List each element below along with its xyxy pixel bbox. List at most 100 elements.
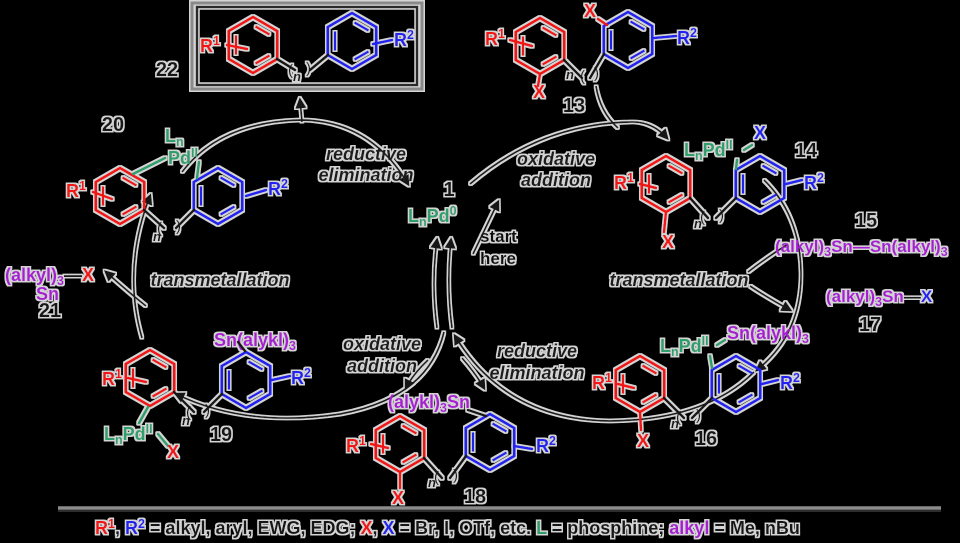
text-fragment: 13 <box>563 95 585 117</box>
text-fragment: 1 <box>359 434 366 448</box>
bridge-paren-open: ( <box>580 68 585 85</box>
text-fragment: Pd <box>123 424 146 444</box>
stannyl-halide-21: (alkyl)3—X Sn 21 <box>5 265 94 322</box>
text-fragment: R <box>346 436 359 456</box>
bridge-paren-close: ) <box>453 467 458 484</box>
text-fragment: = phosphine; <box>547 518 670 538</box>
bond-r2 <box>512 444 534 451</box>
bridge-paren-open: ( <box>434 469 439 486</box>
text-fragment: n <box>566 67 574 82</box>
distannane-label: (alkyl)3Sn—Sn(alkyl)3 <box>775 237 948 259</box>
substituent-R2: R2 <box>291 366 311 388</box>
text-fragment: 16 <box>695 428 717 450</box>
structure-16: 16 R1 X LnPdII Sn(alykl)3 R2 ( ) n <box>592 323 809 451</box>
text-fragment: ) <box>719 207 724 224</box>
text-fragment: 14 <box>795 140 818 162</box>
text-fragment: Sn <box>882 287 904 306</box>
label-oxidative-addition-right-1: oxidative <box>517 149 595 169</box>
text-fragment: Pd <box>703 140 726 160</box>
bridge-paren-close: ) <box>696 407 701 424</box>
legend-text: R1, R2 = alkyl, aryl, EWG, EDG; X, X = B… <box>95 517 800 538</box>
bond-pd-x <box>742 143 754 152</box>
text-fragment: , <box>373 518 383 538</box>
text-fragment: 15 <box>855 210 877 232</box>
bridge-n-subscript: n <box>566 67 574 82</box>
text-fragment: 3 <box>875 295 882 309</box>
text-fragment: ) <box>176 218 181 235</box>
LnPdII-group: LnPdII <box>104 422 153 447</box>
text-fragment: 3 <box>440 401 447 415</box>
text-fragment: X <box>361 518 373 538</box>
trialkylstannyl-group: (alykl)3Sn <box>388 392 470 415</box>
label-transmetallation-left: transmetallation <box>150 270 289 290</box>
text-fragment: R <box>614 173 627 193</box>
tin-label: Sn <box>36 284 59 304</box>
pd0-catalyst-1: 1 LnPd0 <box>408 179 457 229</box>
text-fragment: n <box>176 135 184 149</box>
bond-r2 <box>652 34 678 40</box>
text-fragment: ( <box>186 404 191 421</box>
compound-number-13: 13 <box>563 95 585 117</box>
text-fragment: L <box>104 424 115 444</box>
text-fragment: R <box>592 373 605 393</box>
text-fragment: 3 <box>289 339 296 353</box>
start-here-arrow <box>472 199 500 255</box>
text-fragment: n <box>115 433 123 447</box>
text-fragment: X <box>584 1 596 21</box>
catalytic-cycle-right <box>453 85 802 422</box>
bridge-bond-left <box>422 456 444 480</box>
text-fragment: 2 <box>138 517 145 531</box>
trialkylstannyl-group: Sn(alykl)3 <box>727 323 809 346</box>
label-oxidative-addition-left-1: oxidative <box>343 334 421 354</box>
text-fragment: 2 <box>690 26 697 40</box>
text-fragment: ) <box>453 467 458 484</box>
halide-X: X <box>637 431 649 451</box>
text-fragment: Sn <box>831 237 853 256</box>
structure-20: 20 R1 R2 Ln PdII ( ) n <box>66 114 288 244</box>
text-fragment: transmetallation <box>150 270 289 290</box>
text-fragment: Pd <box>427 206 450 226</box>
text-fragment: = Me, nBu <box>709 518 800 538</box>
bridge-paren-open: ( <box>157 220 162 237</box>
bond-r1 <box>508 38 534 48</box>
arrow-release-21 <box>103 270 147 307</box>
label-reductive-elimination-left-2: elimination <box>318 165 413 185</box>
text-fragment: L <box>660 336 671 356</box>
bridge-bond-left <box>275 57 297 72</box>
bond-pd-aryl-red <box>131 156 167 176</box>
start-here-annotation: start here <box>472 199 517 268</box>
text-fragment: 3 <box>802 332 809 346</box>
text-fragment: 2 <box>549 434 556 448</box>
bridge-bond-left <box>562 58 584 80</box>
text-fragment: n <box>293 69 301 84</box>
bond-x <box>638 410 643 432</box>
text-fragment: R <box>102 369 115 389</box>
text-fragment: R <box>125 518 138 538</box>
label-transmetallation-right: transmetallation <box>609 270 748 290</box>
bridge-bond-left <box>142 208 166 230</box>
text-fragment: n <box>419 215 427 229</box>
text-fragment: start <box>480 227 517 246</box>
text-fragment: 1 <box>108 517 115 531</box>
text-fragment: oxidative <box>343 334 421 354</box>
text-fragment: 1 <box>213 34 220 48</box>
trialkylstannyl-group: Sn(alykl)3 <box>214 330 296 353</box>
compound-number-17: 17 <box>859 314 881 336</box>
text-fragment: ( <box>676 409 681 426</box>
ligand-Ln: Ln <box>165 126 184 149</box>
text-fragment: 20 <box>102 114 124 136</box>
text-fragment: (alkyl) <box>826 287 875 306</box>
text-fragment: ) <box>205 402 210 419</box>
label-oxidative-addition-right-2: addition <box>521 170 591 190</box>
text-fragment: (alkyl) <box>5 265 57 285</box>
text-fragment: L <box>165 126 176 146</box>
substituent-R2: R2 <box>677 26 697 48</box>
bridge-n-subscript: n <box>671 416 679 431</box>
bridge-paren-close: ) <box>306 60 311 77</box>
legend: R1, R2 = alkyl, aryl, EWG, EDG; X, X = B… <box>95 517 800 538</box>
product-22-box: 22 R1 R2 ( ) n <box>156 1 424 91</box>
text-fragment: R <box>95 518 108 538</box>
text-fragment: n <box>671 345 679 359</box>
